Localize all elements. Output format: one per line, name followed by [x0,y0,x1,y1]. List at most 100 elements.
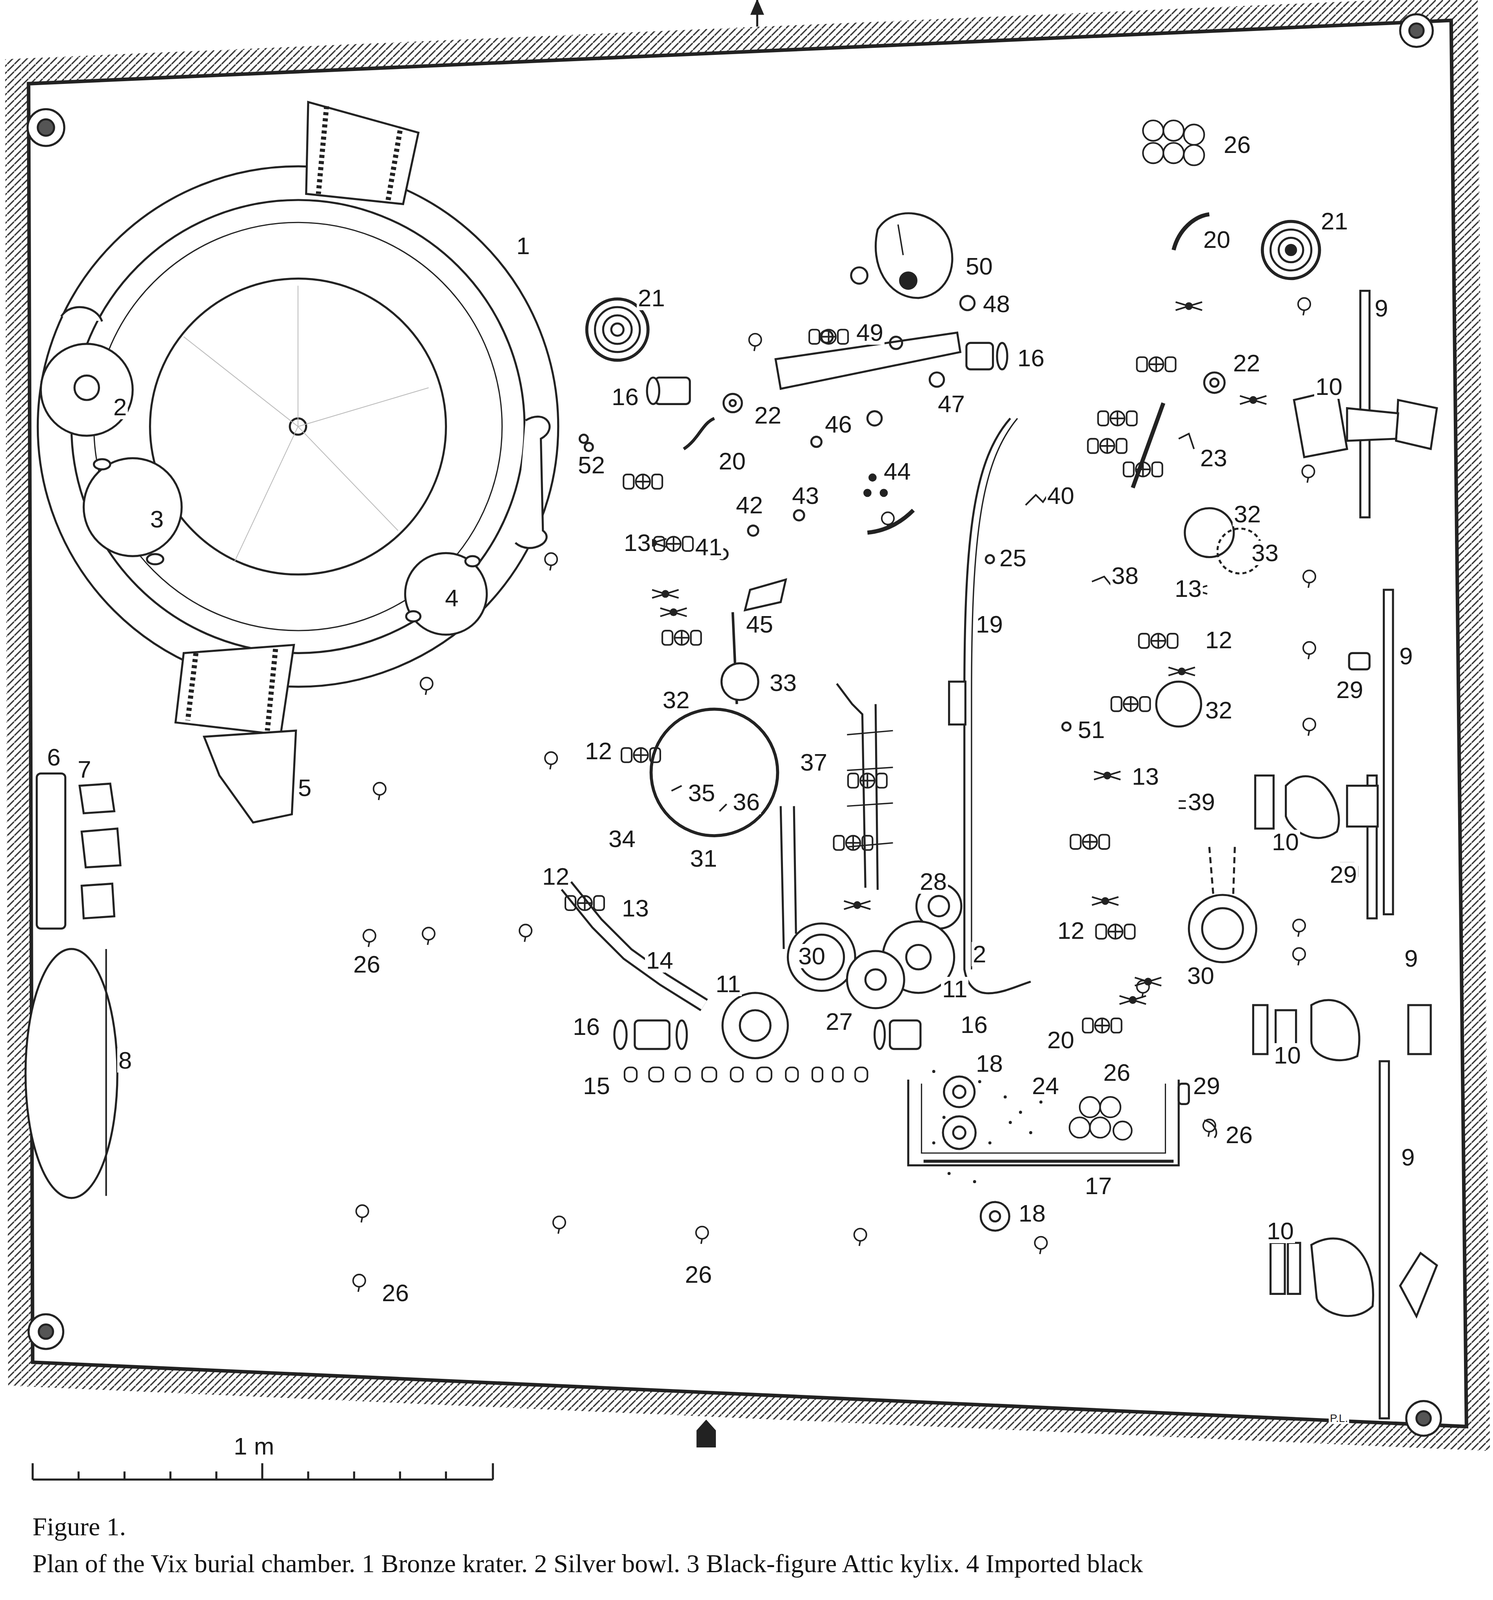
callout-number: 36 [731,789,762,814]
callout-number: 11 [714,971,742,996]
callout-number: 37 [799,750,829,775]
callout-number: 1 [515,233,531,258]
callout-number: 13 [1173,576,1203,601]
callout-number: 12 [1204,627,1234,653]
callout-number: 16 [1016,345,1046,371]
signature: P.L. [1328,1412,1350,1424]
callout-number: 2 [971,941,988,967]
figure-title: Figure 1. [32,1512,126,1541]
callout-number: 13 [620,895,651,921]
callout-number: 27 [824,1009,854,1034]
callout-number: 23 [1198,445,1229,471]
callout-number: 50 [964,254,994,279]
callout-number: 11 [940,976,969,1001]
vessels [40,343,487,823]
callout-number: 14 [644,948,675,973]
figure-caption: Plan of the Vix burial chamber. 1 Bronze… [32,1549,1143,1578]
callout-number: 51 [1076,717,1107,742]
callout-number: 21 [636,285,667,311]
callout-number: 26 [380,1280,411,1305]
chamber-walls [5,0,1490,1451]
callout-number: 30 [797,943,827,969]
callout-number: 32 [1204,697,1234,723]
callout-number: 29 [1334,677,1365,702]
callout-number: 3 [148,506,165,532]
callout-number: 46 [823,412,854,437]
callout-number: 22 [753,403,783,428]
callout-number: 9 [1400,1144,1416,1170]
callout-number: 12 [583,738,614,763]
callout-number: 33 [1250,540,1280,565]
callout-number: 17 [1083,1173,1114,1198]
harness-fittings [353,297,1316,1292]
callout-number: 20 [1046,1027,1076,1052]
callout-number: 10 [1270,829,1301,854]
callout-number: 15 [581,1073,612,1098]
callout-number: 26 [1102,1060,1132,1085]
chariot [566,418,1236,1005]
callout-number: 49 [855,320,885,345]
callout-number: 8 [117,1048,133,1073]
callout-number: 20 [717,448,747,474]
scale-bar [32,1462,493,1480]
cylinders [614,342,1008,1049]
callout-number: 41 [693,534,724,560]
callout-number: 25 [998,545,1028,571]
callout-number: 26 [683,1262,714,1287]
callout-number: 45 [744,612,775,637]
corner-posts [27,14,1441,1436]
callout-number: 21 [1319,208,1350,234]
callout-number: 24 [1030,1073,1061,1098]
callout-number: 30 [1186,963,1216,988]
callout-number: 52 [576,452,607,478]
callout-number: 47 [936,391,967,416]
wheel-rings [721,508,1263,1059]
callout-number: 39 [1186,789,1217,814]
callout-number: 29 [1328,862,1359,887]
callout-number: 10 [1314,374,1344,399]
callout-number: 5 [296,775,313,800]
callout-number: 31 [688,846,719,871]
callout-number: 22 [1231,350,1262,376]
small-finds [579,213,1320,1138]
callout-number: 29 [1191,1073,1222,1098]
callout-number: 2 [112,394,128,420]
callout-number: 9 [1373,296,1390,321]
callout-number: 19 [974,612,1005,637]
callout-number: 34 [607,826,637,851]
callout-number: 16 [571,1014,602,1039]
callout-number: 9 [1398,643,1414,669]
callout-number: 43 [790,483,821,508]
callout-number: 26 [352,951,382,977]
callout-number: 32 [661,687,691,712]
callout-number: 40 [1046,483,1076,508]
callout-number: 35 [686,780,717,805]
box-17 [908,1069,1179,1231]
callout-number: 38 [1110,563,1140,588]
callout-number: 26 [1222,132,1252,157]
callout-number: 13 [1130,764,1161,789]
callout-number: 32 [1232,501,1263,527]
left-wall-objects [25,773,121,1198]
callout-number: 10 [1272,1042,1303,1068]
callout-number: 18 [974,1051,1005,1076]
callout-number: 6 [45,744,62,770]
callout-number: 26 [1224,1122,1254,1147]
callout-number: 18 [1017,1200,1047,1226]
callout-number: 12 [541,864,571,889]
callout-number: 10 [1265,1218,1296,1243]
krater [37,101,558,735]
callout-number: 4 [443,585,460,611]
callout-number: 44 [882,459,912,484]
callout-number: 33 [768,670,798,695]
right-wall-objects [1178,290,1437,1419]
callout-number: 12 [1056,918,1086,943]
callout-number: 20 [1202,227,1232,252]
callout-number: 42 [734,492,765,518]
bead-clusters [1069,120,1205,1140]
callout-number: 13 [622,530,653,555]
callout-number: 28 [918,869,949,894]
callout-number: 7 [76,757,93,782]
scale-label: 1 m [232,1433,276,1459]
callout-number: 9 [1403,946,1419,971]
